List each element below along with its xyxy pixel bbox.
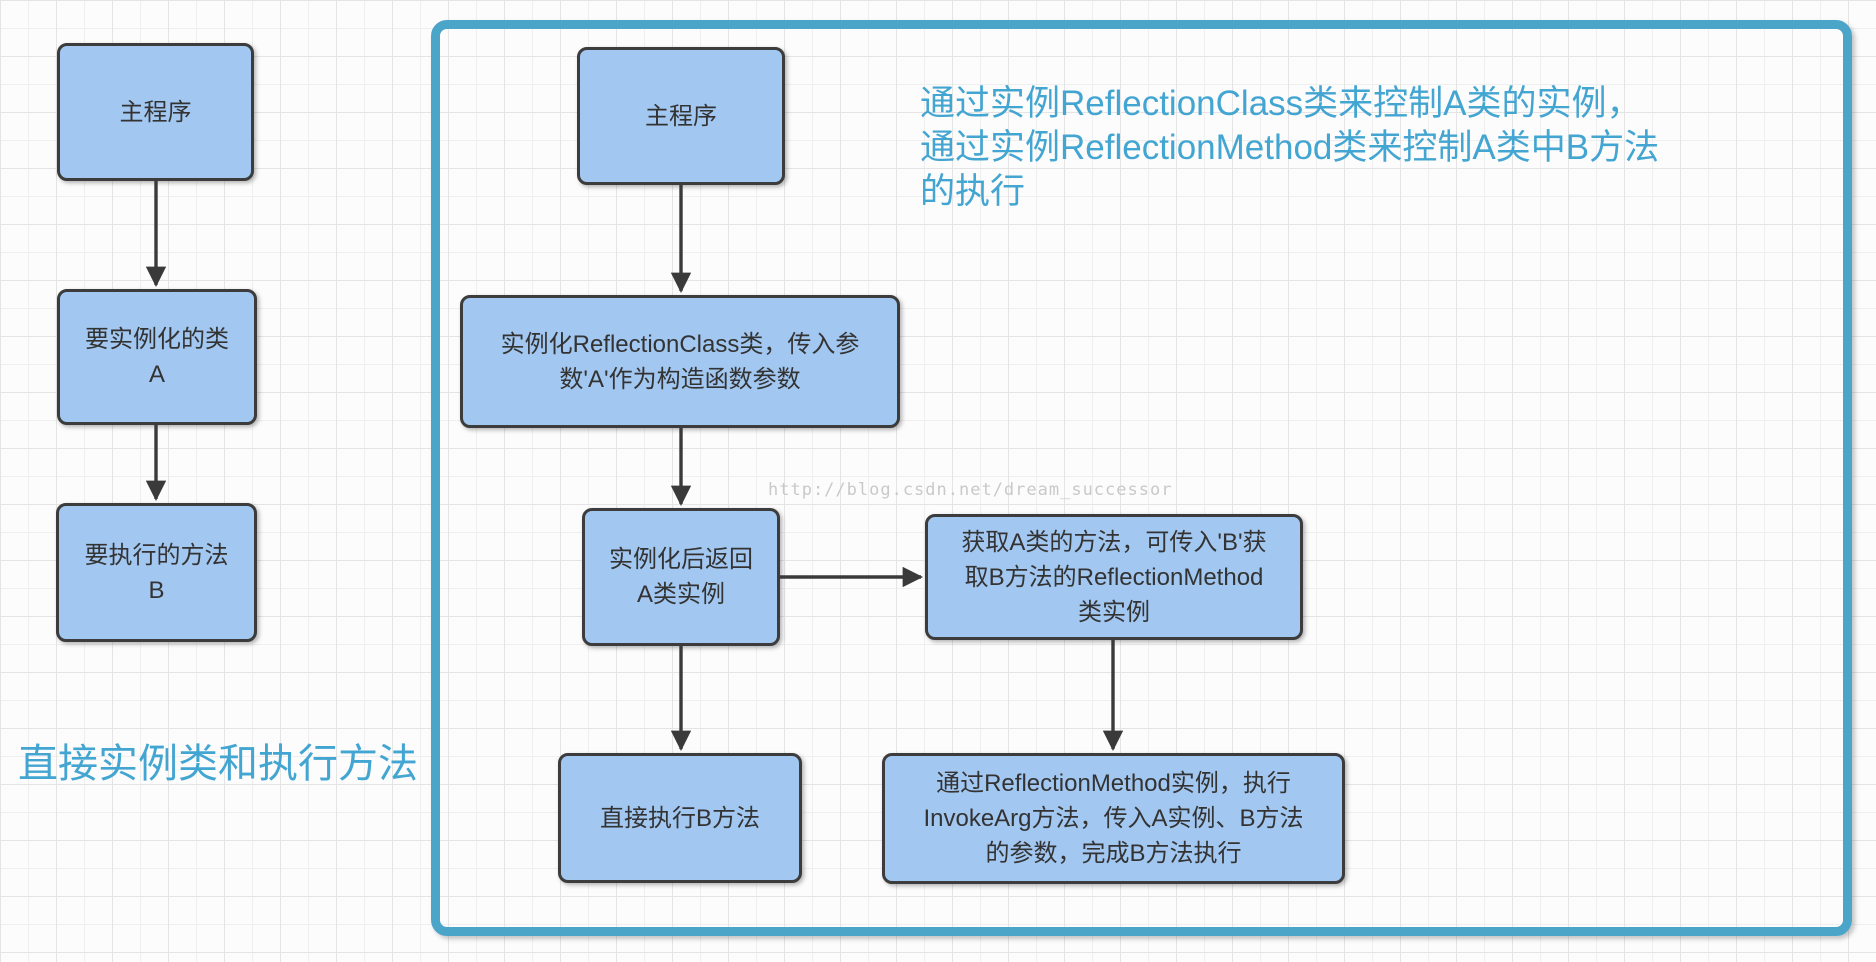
flow-node-left-main: 主程序 bbox=[57, 43, 254, 181]
flow-node-reflection-method: 获取A类的方法，可传入'B'获 取B方法的ReflectionMethod 类实… bbox=[925, 514, 1303, 640]
watermark-url: http://blog.csdn.net/dream_successor bbox=[768, 480, 1173, 500]
flow-node-right-main: 主程序 bbox=[577, 47, 785, 185]
flow-node-exec-b-direct: 直接执行B方法 bbox=[558, 753, 802, 883]
left-flow-caption: 直接实例类和执行方法 bbox=[18, 742, 418, 786]
flow-node-a-instance: 实例化后返回 A类实例 bbox=[582, 508, 780, 646]
reflection-flow-group-border bbox=[431, 20, 1852, 936]
reflection-flow-annotation: 通过实例ReflectionClass类来控制A类的实例， 通过实例Reflec… bbox=[920, 84, 1660, 211]
flow-node-invoke-arg: 通过ReflectionMethod实例，执行 InvokeArg方法，传入A实… bbox=[882, 753, 1345, 884]
flow-node-reflection-class: 实例化ReflectionClass类，传入参 数'A'作为构造函数参数 bbox=[460, 295, 900, 428]
flow-node-left-class-a: 要实例化的类 A bbox=[57, 289, 257, 425]
flow-node-left-method-b: 要执行的方法 B bbox=[56, 503, 257, 642]
